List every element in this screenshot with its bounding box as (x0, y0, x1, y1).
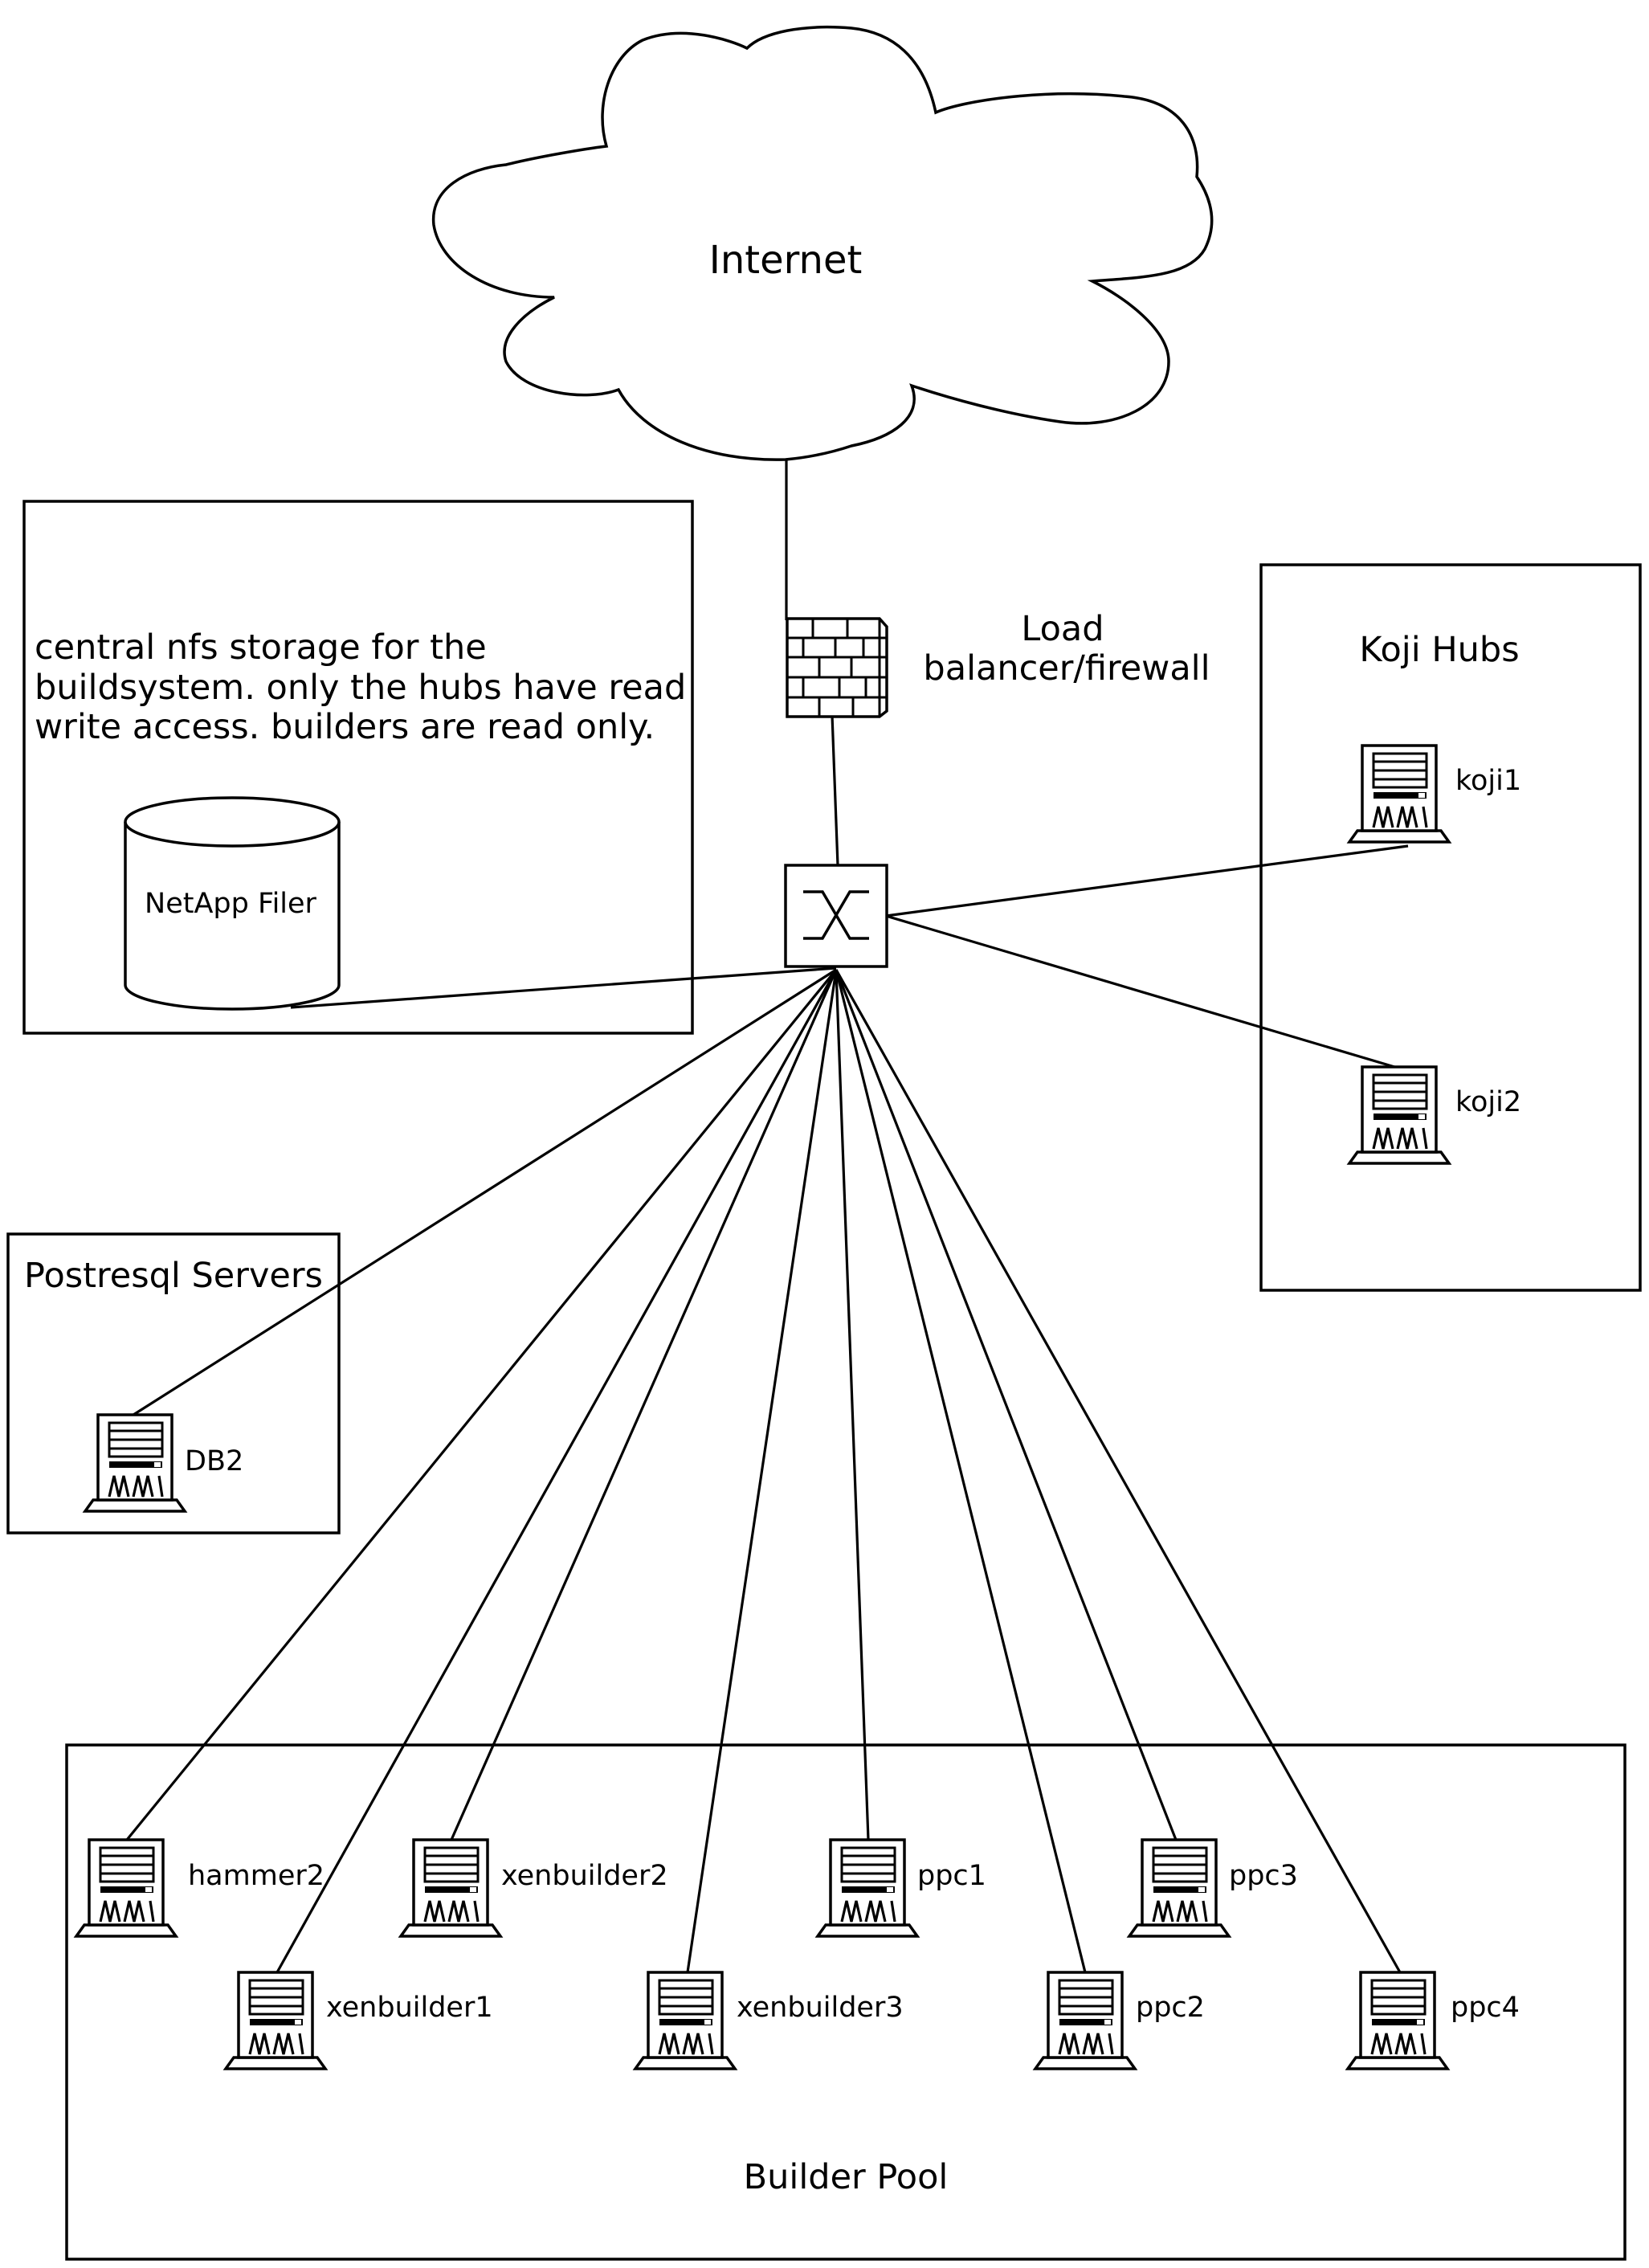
server-xenbuilder2: xenbuilder2 (399, 1838, 668, 1938)
storage-group: central nfs storage for the buildsystem.… (22, 500, 694, 1035)
server-label: koji1 (1455, 765, 1521, 797)
server-label: ppc3 (1229, 1860, 1298, 1892)
storage-description-line1: central nfs storage for the (35, 627, 487, 668)
link-switch-hammer2 (125, 968, 838, 1841)
link-switch-xenbuilder3 (686, 969, 838, 1973)
storage-description-line2: buildsystem. only the hubs have read (35, 668, 686, 708)
cloud-icon (431, 25, 1214, 461)
builder-pool-box (65, 1743, 1627, 2261)
server-icon (1346, 1971, 1449, 2070)
server-icon (1034, 1971, 1137, 2070)
link-switch-ppc1 (835, 969, 870, 1841)
link-switch-filer (290, 966, 837, 1009)
firewall-icon (786, 617, 888, 718)
server-hammer2: hammer2 (75, 1838, 324, 1938)
server-xenbuilder3: xenbuilder3 (634, 1971, 904, 2070)
server-label: xenbuilder1 (326, 1992, 493, 2024)
server-koji1: koji1 (1348, 744, 1521, 844)
server-label: ppc1 (917, 1860, 986, 1892)
server-icon (75, 1838, 178, 1938)
firewall-label-line1: Load (1021, 609, 1104, 649)
link-switch-ppc2 (835, 969, 1087, 1973)
postgres-title: Postresql Servers (24, 1256, 323, 1296)
postgres-box (6, 1232, 341, 1534)
storage-description-line3: write access. builders are read only. (35, 707, 655, 747)
server-label: xenbuilder3 (737, 1992, 904, 2024)
filer-label: NetApp Filer (145, 888, 317, 920)
server-icon (84, 1413, 186, 1513)
builder-pool-title: Builder Pool (744, 2157, 949, 2197)
link-switch-koji2 (885, 914, 1401, 1070)
link-switch-db2 (133, 968, 837, 1416)
firewall: Load balancer/firewall (786, 609, 1210, 718)
server-label: hammer2 (188, 1860, 324, 1892)
server-ppc4: ppc4 (1346, 1971, 1520, 2070)
server-icon (1128, 1838, 1231, 1938)
network-switch (784, 864, 888, 968)
server-koji2: koji2 (1348, 1065, 1521, 1165)
link-switch-xenbuilder2 (450, 969, 838, 1841)
database-icon (124, 796, 341, 1011)
link-switch-ppc3 (835, 969, 1178, 1841)
link-switch-xenbuilder1 (276, 969, 838, 1973)
link-firewall-switch (831, 714, 839, 866)
server-icon (1348, 744, 1451, 844)
storage-box (22, 500, 694, 1035)
link-switch-koji1 (885, 844, 1409, 917)
connections (125, 460, 1409, 1973)
server-icon (224, 1971, 327, 2070)
server-db2: DB2 (84, 1413, 243, 1513)
server-icon (399, 1838, 502, 1938)
koji-hubs-group: Koji Hubs koji1 koji2 (1259, 563, 1642, 1292)
server-icon (1348, 1065, 1451, 1165)
internet-label: Internet (709, 238, 863, 283)
server-ppc3: ppc3 (1128, 1838, 1298, 1938)
koji-hubs-title: Koji Hubs (1359, 630, 1519, 670)
server-icon (634, 1971, 737, 2070)
server-label: koji2 (1455, 1086, 1521, 1118)
server-ppc2: ppc2 (1034, 1971, 1205, 2070)
internet-cloud: Internet (431, 25, 1214, 461)
builder-pool-group: Builder Pool hammer2 xenbuilder1 xenbuil… (65, 1743, 1627, 2261)
server-icon (816, 1838, 919, 1938)
koji-hubs-box (1259, 563, 1642, 1292)
server-xenbuilder1: xenbuilder1 (224, 1971, 493, 2070)
server-label: xenbuilder2 (501, 1860, 668, 1892)
server-label: ppc2 (1136, 1992, 1205, 2024)
server-ppc1: ppc1 (816, 1838, 986, 1938)
server-label: DB2 (185, 1445, 243, 1477)
link-switch-ppc4 (835, 969, 1402, 1973)
firewall-label-line2: balancer/firewall (923, 648, 1210, 689)
postgres-group: Postresql Servers DB2 (6, 1232, 341, 1534)
server-label: ppc4 (1451, 1992, 1520, 2024)
